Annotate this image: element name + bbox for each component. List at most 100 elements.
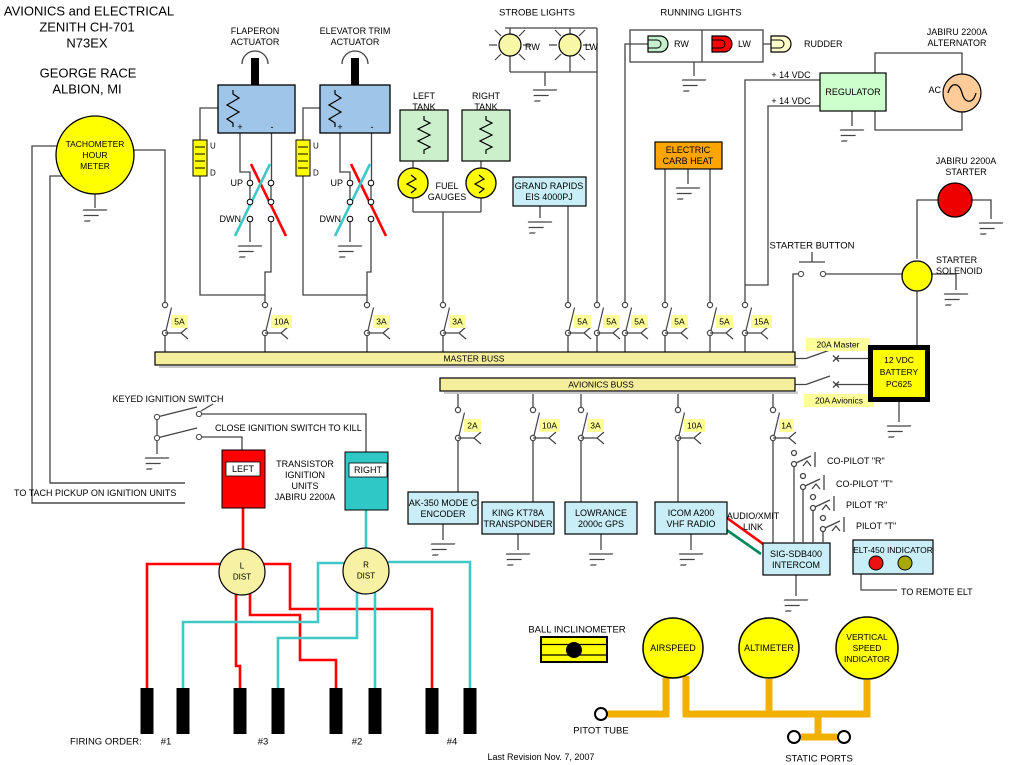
right-ignition-cyan-wires bbox=[181, 163, 472, 690]
fuse-label: 3A bbox=[590, 421, 601, 431]
strobe-lights: STROBE LIGHTS RW LW bbox=[488, 8, 598, 61]
fuse-label: 5A bbox=[174, 317, 185, 327]
master-buss-label: MASTER BUSS bbox=[444, 354, 505, 364]
audio-link-green-wire bbox=[720, 524, 762, 556]
left-tank-label: LEFT bbox=[413, 91, 436, 101]
firing-order-label: FIRING ORDER: bbox=[70, 737, 142, 748]
carb-heat-box bbox=[654, 141, 723, 170]
transistor-label: UNITS bbox=[292, 481, 319, 491]
fuel-system: LEFT TANK RIGHT TANK FUEL GAUGES bbox=[397, 91, 511, 202]
elevator-label: ELEVATOR TRIM bbox=[320, 26, 391, 36]
title-block: AVIONICS and ELECTRICAL ZENITH CH-701 N7… bbox=[4, 4, 174, 97]
cylinder-number: #4 bbox=[447, 737, 458, 748]
starter-unit-label: JABIRU 2200A bbox=[936, 156, 997, 166]
static-port-icon bbox=[837, 730, 851, 744]
vsi-indicator bbox=[835, 616, 899, 680]
running-lw-label: LW bbox=[738, 39, 751, 49]
pneumatic-lines bbox=[608, 676, 871, 741]
tach-pickup-lines bbox=[32, 482, 185, 504]
encoder-label: AK-350 MODE C bbox=[409, 498, 478, 508]
actuator-horn-icon bbox=[241, 50, 269, 65]
down-indicator-label: D bbox=[210, 169, 216, 178]
audio-xmit-link-wires bbox=[720, 516, 767, 556]
transistor-label: IGNITION bbox=[285, 470, 325, 480]
up-down-switch bbox=[346, 179, 375, 223]
jack-label: CO-PILOT "R" bbox=[827, 456, 885, 466]
fuel-gauge-icon bbox=[465, 167, 497, 199]
ac-label: AC bbox=[928, 85, 941, 95]
encoder-label: ENCODER bbox=[420, 509, 466, 519]
elt-arm-indicator-icon bbox=[897, 555, 913, 571]
rudder-lamp-icon bbox=[770, 35, 792, 53]
left-ignition-unit bbox=[221, 449, 266, 509]
audio-link-red-wire bbox=[726, 516, 767, 548]
intercom-label: INTERCOM bbox=[772, 560, 820, 570]
vsi-label: INDICATOR bbox=[844, 654, 890, 664]
cylinder-number: #2 bbox=[352, 737, 363, 748]
cylinder-number: #1 bbox=[161, 737, 172, 748]
altimeter bbox=[738, 617, 800, 679]
radio-label: VHF RADIO bbox=[666, 519, 715, 529]
fuse-label: 2A bbox=[467, 421, 478, 431]
fuse-label: 10A bbox=[542, 421, 557, 431]
actuator-shaft bbox=[251, 58, 259, 88]
static-ports-label: STATIC PORTS bbox=[785, 754, 853, 765]
strobe-title: STROBE LIGHTS bbox=[499, 8, 575, 19]
resistor-icon bbox=[478, 116, 494, 154]
page-title-line: AVIONICS and ELECTRICAL bbox=[4, 4, 174, 19]
encoder-box bbox=[407, 491, 479, 525]
elt-label: ELT-450 INDICATOR bbox=[853, 545, 933, 555]
flight-instruments: BALL INCLINOMETER AIRSPEED ALTIMETER VER… bbox=[528, 616, 899, 765]
starter-solenoid-icon bbox=[901, 260, 933, 292]
avionics-breaker-highlight bbox=[804, 394, 874, 407]
vdc-label: + 14 VDC bbox=[771, 96, 811, 106]
eis-box bbox=[512, 176, 587, 207]
running-lights-box bbox=[629, 29, 764, 63]
page-title-line: ZENITH CH-701 bbox=[39, 20, 134, 35]
battery-label: BATTERY bbox=[880, 367, 919, 377]
fuel-gauges-label: GAUGES bbox=[428, 192, 467, 202]
cylinder-number: #3 bbox=[258, 737, 269, 748]
altimeter-label: ALTIMETER bbox=[744, 643, 794, 653]
fuse-label: 3A bbox=[452, 317, 463, 327]
tachometer-label: METER bbox=[80, 161, 110, 171]
tachometer-label: TACHOMETER bbox=[66, 139, 125, 149]
right-tank-label: TANK bbox=[474, 102, 497, 112]
pitot-tube-icon bbox=[594, 707, 608, 721]
fuse-label: 5A bbox=[674, 317, 685, 327]
master-buss-fuses: 5A 10A 3A 3A 5A 5A 5A 5A 5A 15A bbox=[161, 301, 772, 340]
fuse-label: 15A bbox=[754, 317, 769, 327]
right-ignition-unit bbox=[344, 451, 389, 511]
fuse-label: 5A bbox=[719, 317, 730, 327]
keyed-ignition-label: KEYED IGNITION SWITCH bbox=[112, 394, 223, 404]
transponder-label: TRANSPONDER bbox=[483, 519, 553, 529]
actuator-body bbox=[217, 84, 296, 134]
r-dist-label: DIST bbox=[357, 572, 375, 581]
strobe-lw-label: LW bbox=[585, 42, 598, 52]
r-dist-label: R bbox=[363, 561, 369, 570]
master-breaker-label: 20A Master bbox=[817, 340, 860, 350]
vsi-label: VERTICAL bbox=[846, 632, 888, 642]
trim-indicator bbox=[295, 139, 311, 177]
rudder-label: RUDDER bbox=[804, 39, 843, 49]
audio-link-label: AUDIO/XMIT bbox=[727, 511, 780, 521]
l-dist-label: L bbox=[240, 562, 245, 571]
resistor-icon bbox=[327, 90, 343, 127]
down-switch-label: DWN bbox=[220, 214, 242, 224]
regulator-box bbox=[819, 72, 887, 112]
gps-label: 2000c GPS bbox=[578, 519, 624, 529]
flaperon-actuator: FLAPERON ACTUATOR + - U D UP DWN bbox=[192, 26, 296, 224]
regulator-alternator: JABIRU 2200A ALTERNATOR REGULATOR + 14 V… bbox=[771, 27, 987, 113]
starter-group: JABIRU 2200A STARTER STARTER BUTTON STAR… bbox=[770, 156, 997, 292]
static-port-icon bbox=[787, 730, 801, 744]
fuse-label: 10A bbox=[274, 317, 289, 327]
running-title: RUNNING LIGHTS bbox=[660, 8, 741, 19]
radio-box bbox=[654, 501, 728, 535]
fuse-label: 3A bbox=[376, 317, 387, 327]
avionics-buss-bar bbox=[439, 377, 796, 392]
flaperon-label: FLAPERON bbox=[231, 26, 280, 36]
gps-box bbox=[564, 501, 638, 535]
jack-pilot-t bbox=[819, 514, 845, 543]
transistor-label: TRANSISTOR bbox=[276, 459, 334, 469]
